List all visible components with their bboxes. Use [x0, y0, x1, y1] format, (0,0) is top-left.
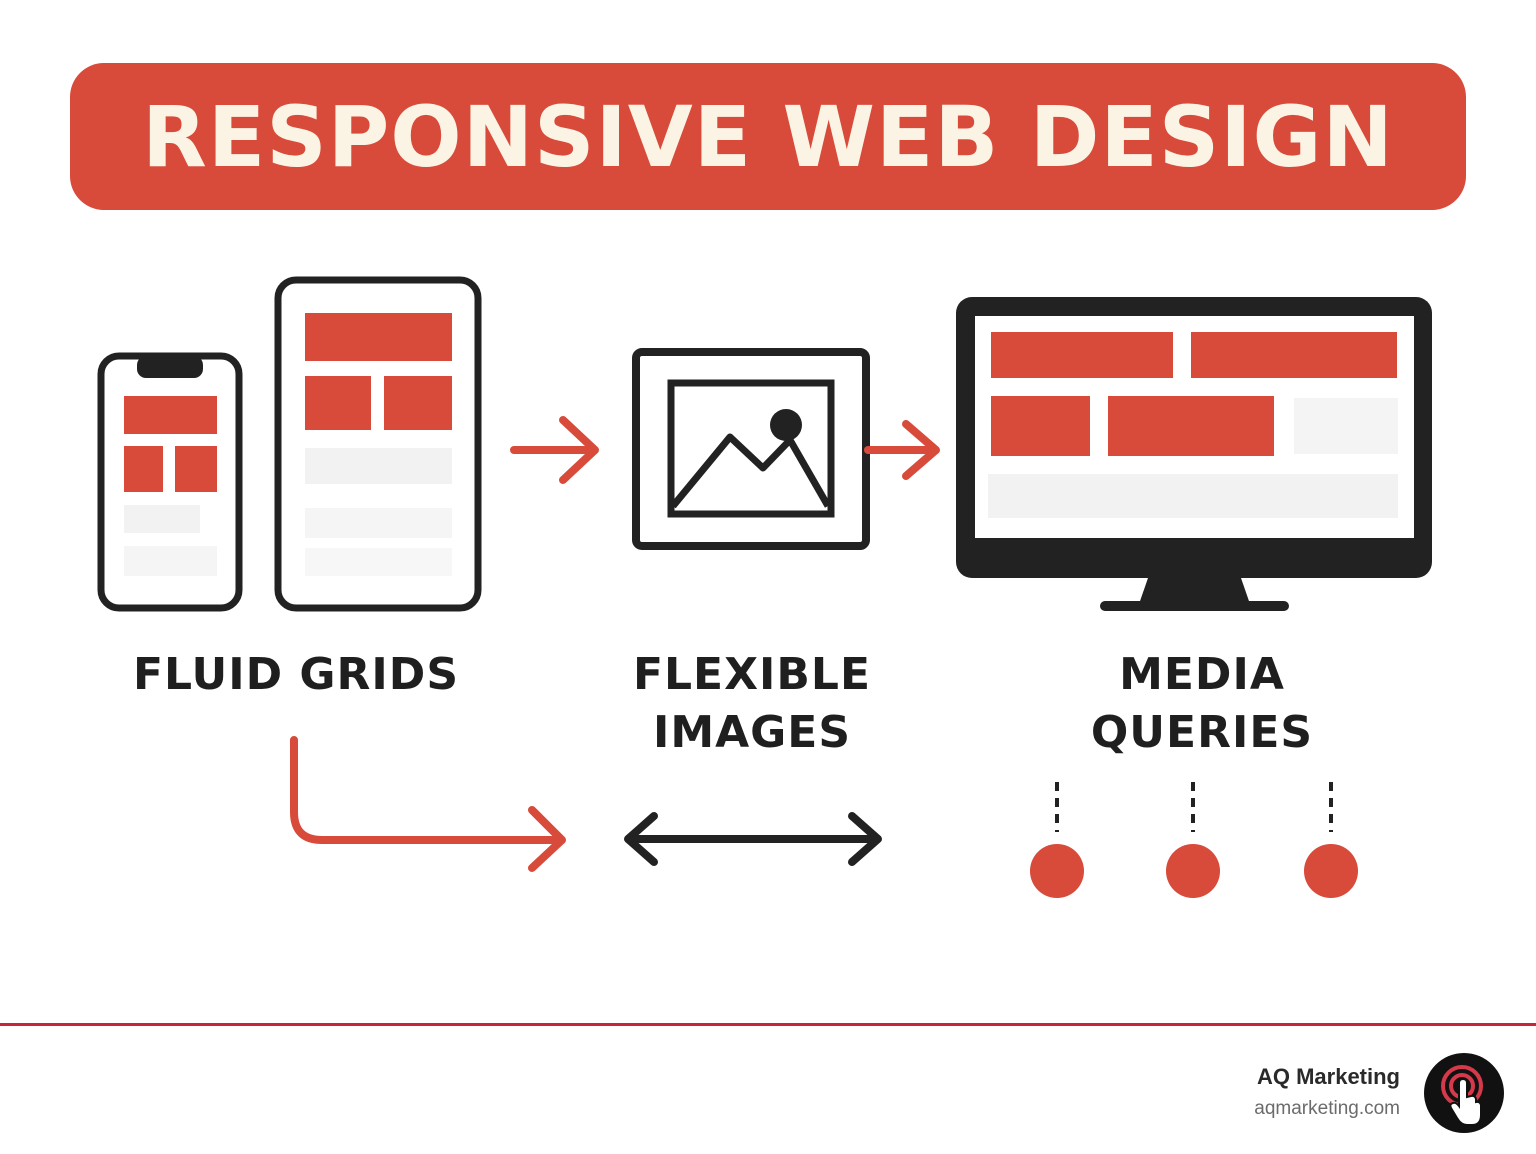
- flexible-images-line-1: FLEXIBLE: [632, 649, 872, 700]
- page-title: RESPONSIVE WEB DESIGN: [142, 87, 1394, 186]
- fluid-grids-label: FLUID GRIDS: [96, 646, 496, 704]
- flexible-images-label: FLEXIBLE IMAGES: [600, 646, 904, 762]
- footer-divider: [0, 1023, 1536, 1026]
- diagram: [97, 276, 1432, 898]
- media-queries-line-2: QUERIES: [1090, 707, 1314, 758]
- arrow-right-1: [510, 416, 599, 484]
- media-queries-line-1: MEDIA: [1119, 649, 1285, 700]
- flexible-images-line-2: IMAGES: [652, 707, 852, 758]
- title-banner: RESPONSIVE WEB DESIGN: [70, 63, 1466, 210]
- media-queries-label: MEDIA QUERIES: [1050, 646, 1354, 762]
- pointer-hand-icon: [1424, 1053, 1504, 1133]
- image-frame-icon: [632, 348, 870, 550]
- breakpoint-dot: [1030, 844, 1084, 898]
- breakpoint-dots: [1030, 782, 1358, 898]
- breakpoint-dot: [1166, 844, 1220, 898]
- fluid-grids-text: FLUID GRIDS: [132, 649, 460, 700]
- brand-name: AQ Marketing: [1256, 1064, 1400, 1089]
- desktop-monitor-icon: [956, 297, 1432, 611]
- fluid-grid-arrow: [290, 736, 566, 872]
- arrow-right-2: [864, 420, 940, 480]
- smartphone-icon: [97, 352, 243, 612]
- tablet-icon: [274, 276, 482, 612]
- double-arrow-icon: [624, 812, 882, 866]
- brand-block: AQ Marketing aqmarketing.com: [1254, 1062, 1400, 1126]
- breakpoint-dot: [1304, 844, 1358, 898]
- brand-url[interactable]: aqmarketing.com: [1254, 1098, 1400, 1119]
